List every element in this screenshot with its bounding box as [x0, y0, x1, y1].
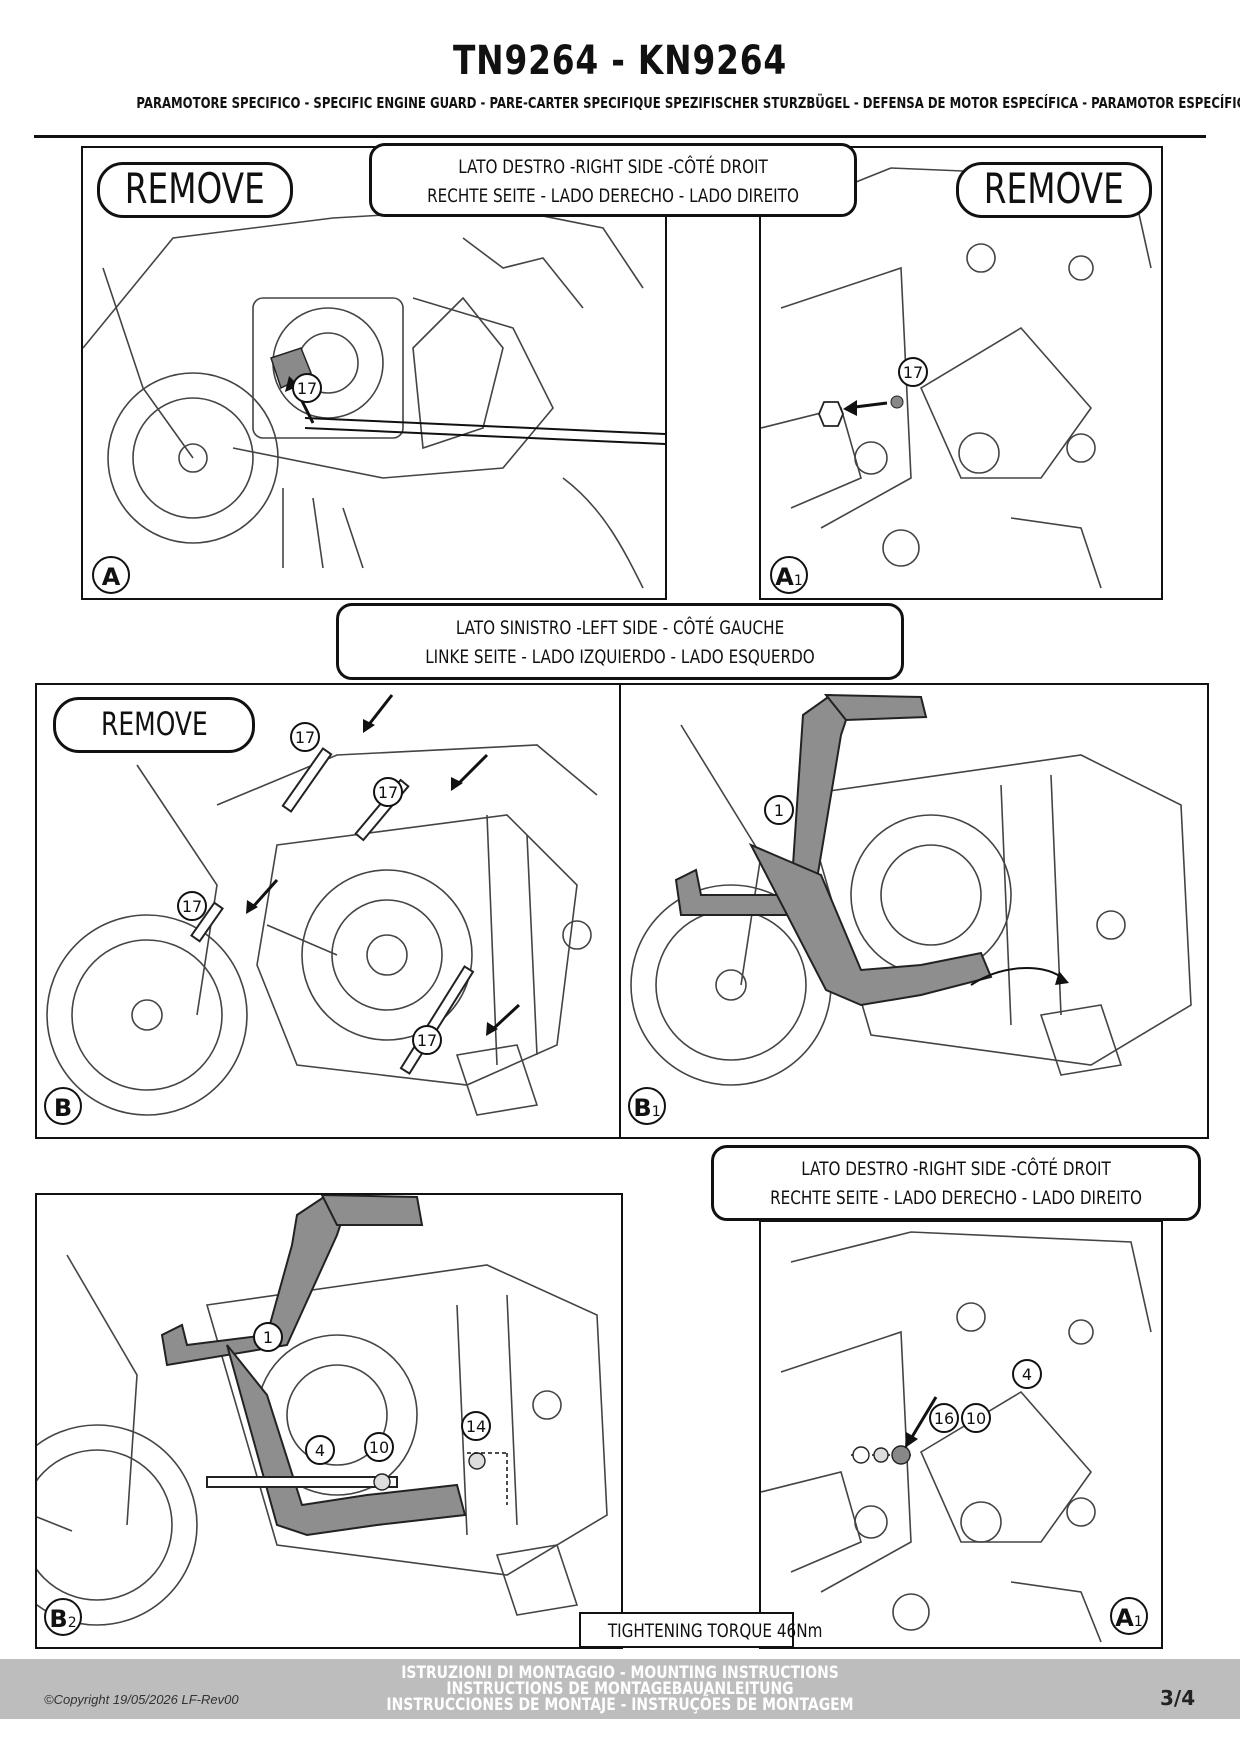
remove-label-panel-b: REMOVE — [53, 697, 255, 753]
right-side-callout-bottom: LATO DESTRO -RIGHT SIDE -CÔTÉ DROIT RECH… — [711, 1145, 1201, 1221]
part-number-14: 14 — [461, 1411, 491, 1441]
part-number-17: 17 — [177, 891, 207, 921]
tightening-torque-note: TIGHTENING TORQUE 46Nm — [579, 1612, 822, 1648]
panel-label-a1: A1 — [770, 556, 808, 594]
panel-b1-illustration — [619, 683, 1209, 1139]
part-number-17: 17 — [412, 1025, 442, 1055]
part-number-17: 17 — [898, 357, 928, 387]
footer-line-3: INSTRUCCIONES DE MONTAJE - INSTRUÇÕES DE… — [386, 1695, 854, 1715]
engine-guard-bolts-drawing — [37, 1195, 608, 1626]
part-number-10: 10 — [364, 1432, 394, 1462]
panel-label-b1: B1 — [628, 1087, 666, 1125]
part-number-4: 4 — [305, 1435, 335, 1465]
footer-line-2: INSTRUCTIONS DE MONTAGEBAUANLEITUNG — [446, 1679, 794, 1699]
page-number: 3/4 — [1160, 1686, 1196, 1710]
panel-label-b: B — [44, 1087, 82, 1125]
header-rule — [34, 135, 1206, 138]
remove-label-panel-a1: REMOVE — [956, 162, 1152, 218]
panel-b-illustration — [35, 683, 623, 1139]
document-subtitle: PARAMOTORE SPECIFICO - SPECIFIC ENGINE G… — [136, 94, 1240, 112]
panel-label-b2: B2 — [44, 1598, 82, 1636]
part-number-17: 17 — [292, 373, 322, 403]
remove-label-panel-a: REMOVE — [97, 162, 293, 218]
part-number-17: 17 — [373, 777, 403, 807]
panel-label-a: A — [92, 556, 130, 594]
engine-guard-fitted-drawing — [630, 693, 1192, 1086]
part-number-17: 17 — [290, 722, 320, 752]
panel-label-a1-bottom: A1 — [1110, 1597, 1148, 1635]
part-number-4: 4 — [1012, 1359, 1042, 1389]
copyright-text: ©Copyright 19/05/2026 LF-Rev00 — [44, 1692, 239, 1707]
panel-a1-bottom-illustration — [759, 1220, 1163, 1649]
right-side-callout-top: LATO DESTRO -RIGHT SIDE -CÔTÉ DROIT RECH… — [369, 143, 857, 217]
footer-bar: ISTRUZIONI DI MONTAGGIO - MOUNTING INSTR… — [0, 1659, 1240, 1719]
left-side-callout: LATO SINISTRO -LEFT SIDE - CÔTÉ GAUCHE L… — [336, 603, 904, 680]
part-number-1: 1 — [764, 795, 794, 825]
part-number-10: 10 — [961, 1403, 991, 1433]
footer-line-1: ISTRUZIONI DI MONTAGGIO - MOUNTING INSTR… — [401, 1663, 839, 1683]
document-title: TN9264 - KN9264 — [452, 38, 788, 84]
part-number-16: 16 — [929, 1403, 959, 1433]
panel-a1-top-illustration — [759, 146, 1163, 600]
right-side-fitting-detail-drawing — [761, 1231, 1152, 1643]
panel-b2-illustration — [35, 1193, 623, 1649]
part-number-1: 1 — [253, 1322, 283, 1352]
